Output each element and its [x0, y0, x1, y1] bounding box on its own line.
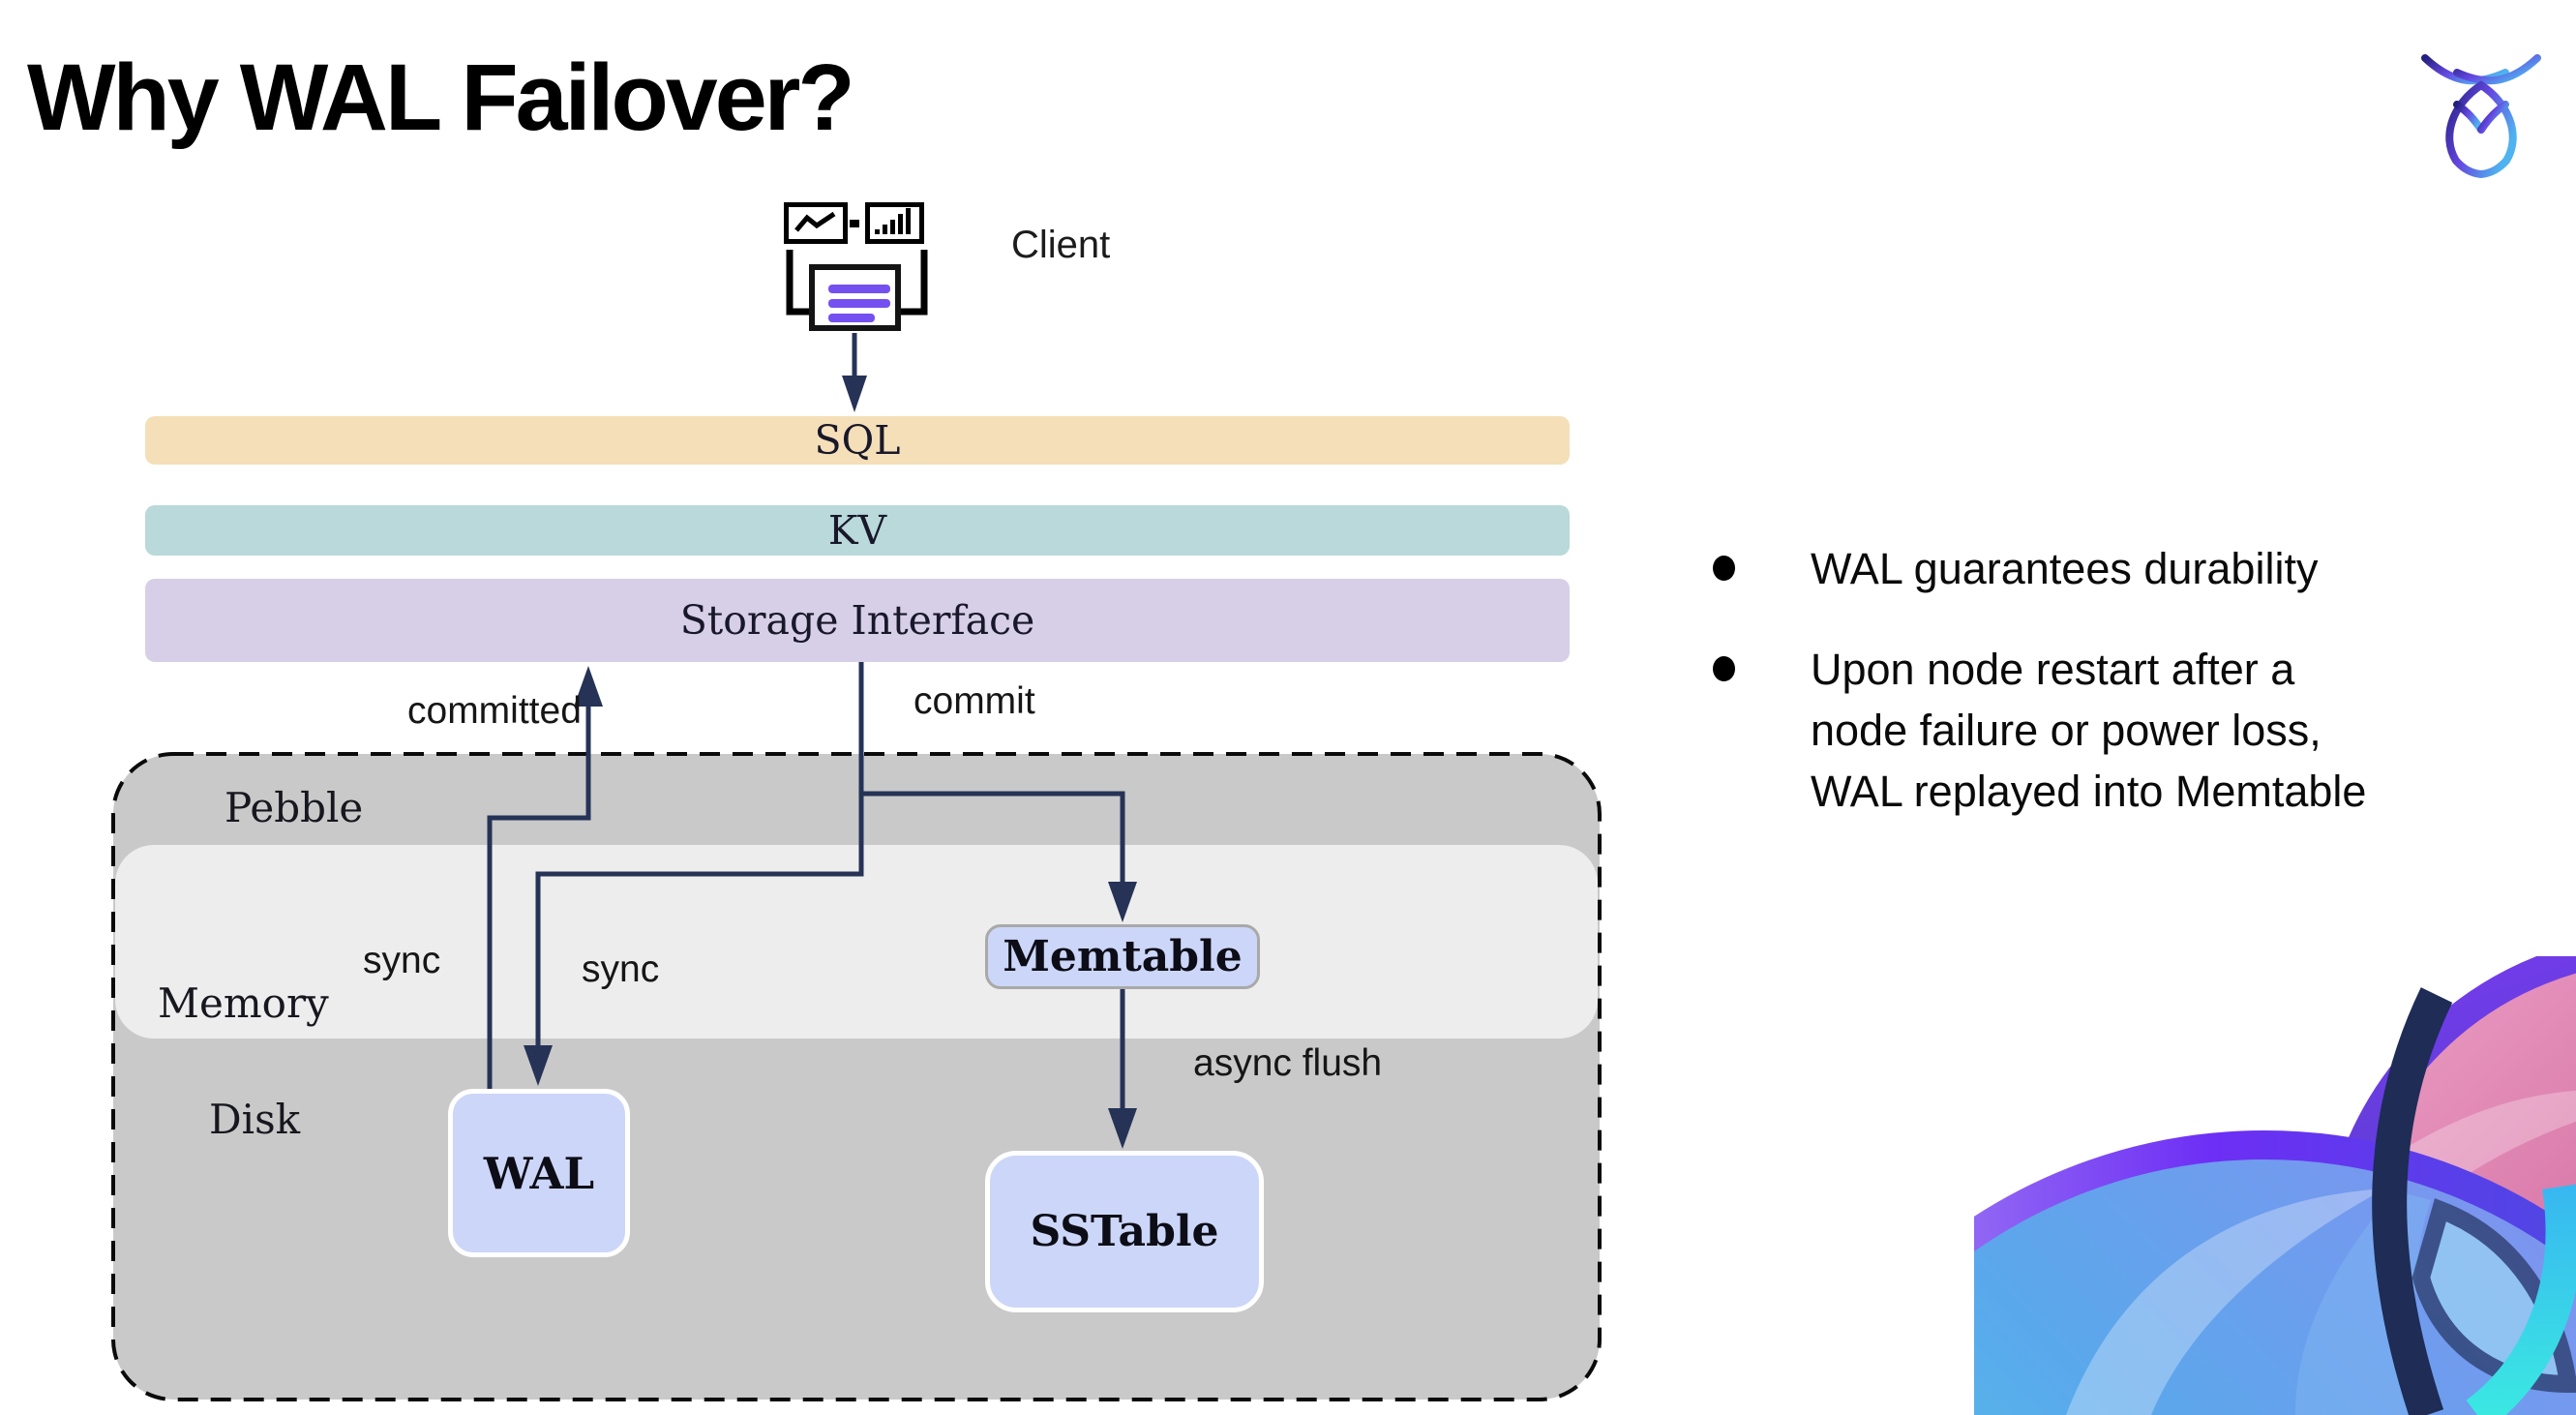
document-line — [828, 299, 890, 308]
memory-label: Memory — [158, 979, 329, 1027]
bar-chart-bar — [898, 214, 903, 234]
bar-chart-icon — [865, 202, 924, 244]
monitor-bracket-icon — [786, 250, 928, 316]
layer-sql-label: SQL — [814, 417, 901, 464]
edge-sync-to-wal-arrowhead — [524, 1045, 553, 1086]
layer-storage-interface: Storage Interface — [145, 579, 1570, 662]
bullet-dot — [1713, 556, 1735, 581]
edge-label-sync-left: sync — [363, 940, 441, 981]
edge-commit-to-memtable — [861, 791, 1125, 884]
edge-async-flush-arrowhead — [1108, 1108, 1137, 1149]
memtable-node: Memtable — [985, 924, 1260, 989]
disk-label: Disk — [209, 1096, 301, 1143]
bar-chart-bar — [883, 225, 887, 234]
bullet-item: WAL guarantees durability — [1713, 538, 2401, 599]
brand-art — [1974, 956, 2576, 1415]
edge-label-committed: committed — [407, 690, 582, 732]
client-label: Client — [1011, 224, 1111, 266]
edge-sync-to-wal — [535, 662, 864, 1047]
document-line — [828, 314, 875, 322]
pebble-label: Pebble — [225, 784, 364, 831]
memtable-node-label: Memtable — [1003, 932, 1243, 981]
memory-band — [115, 845, 1598, 1039]
wal-node-label: WAL — [483, 1147, 595, 1199]
bullet-item: Upon node restart after a node failure o… — [1713, 639, 2401, 822]
edge-label-commit: commit — [914, 680, 1035, 722]
layer-sql: SQL — [145, 416, 1570, 465]
layer-kv-label: KV — [827, 507, 887, 554]
bar-chart-bar — [890, 220, 895, 234]
sstable-node-label: SSTable — [1030, 1207, 1219, 1256]
line-chart-icon — [784, 202, 848, 244]
edge-label-sync-right: sync — [582, 948, 660, 990]
bar-chart-bar — [906, 208, 911, 234]
slide-title: Why WAL Failover? — [27, 45, 855, 150]
bullet-text: WAL guarantees durability — [1811, 544, 2319, 593]
bullet-dot — [1713, 656, 1735, 681]
bullet-text: Upon node restart after a node failure o… — [1811, 645, 2367, 816]
cockroachdb-logo-icon — [2421, 54, 2541, 178]
layer-storage-interface-label: Storage Interface — [679, 597, 1035, 644]
document-line — [828, 285, 890, 293]
layer-kv: KV — [145, 505, 1570, 556]
edge-commit-to-memtable-arrowhead — [1108, 882, 1137, 922]
edge-label-async-flush: async flush — [1193, 1042, 1383, 1084]
icon-connector-dash — [850, 220, 859, 227]
edge-committed — [487, 705, 591, 1089]
edge-client-to-sql-arrowhead — [842, 376, 867, 412]
wal-node: WAL — [448, 1089, 630, 1257]
sstable-node: SSTable — [985, 1151, 1264, 1312]
document-icon — [809, 264, 901, 331]
edge-committed-arrowhead — [574, 666, 603, 707]
bar-chart-bar — [875, 229, 880, 234]
